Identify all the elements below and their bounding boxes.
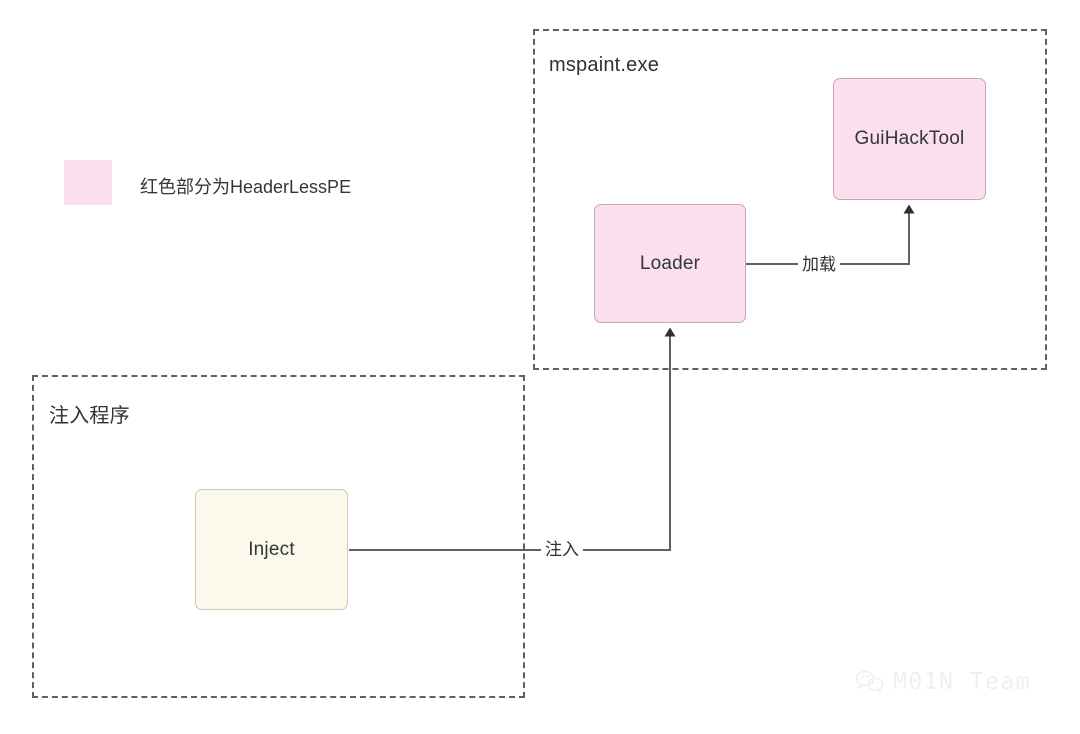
node-guihacktool[interactable]: GuiHackTool: [833, 78, 986, 200]
node-inject[interactable]: Inject: [195, 489, 348, 610]
node-inject-label: Inject: [248, 538, 295, 560]
edge-label-inject: 注入: [541, 541, 583, 558]
group-mspaint-exe-label: mspaint.exe: [549, 54, 660, 76]
legend-color-swatch: [64, 160, 112, 205]
group-injector-label: 注入程序: [49, 405, 130, 427]
watermark: M01N Team: [855, 669, 1031, 695]
node-guihacktool-label: GuiHackTool: [854, 128, 965, 149]
legend-label: 红色部分为HeaderLessPE: [140, 177, 352, 197]
group-mspaint-exe: [533, 29, 1047, 370]
node-loader[interactable]: Loader: [594, 204, 746, 323]
edge-label-load: 加载: [798, 256, 840, 273]
watermark-text: M01N Team: [893, 669, 1032, 695]
node-loader-label: Loader: [639, 252, 701, 274]
wechat-icon: [855, 670, 884, 693]
